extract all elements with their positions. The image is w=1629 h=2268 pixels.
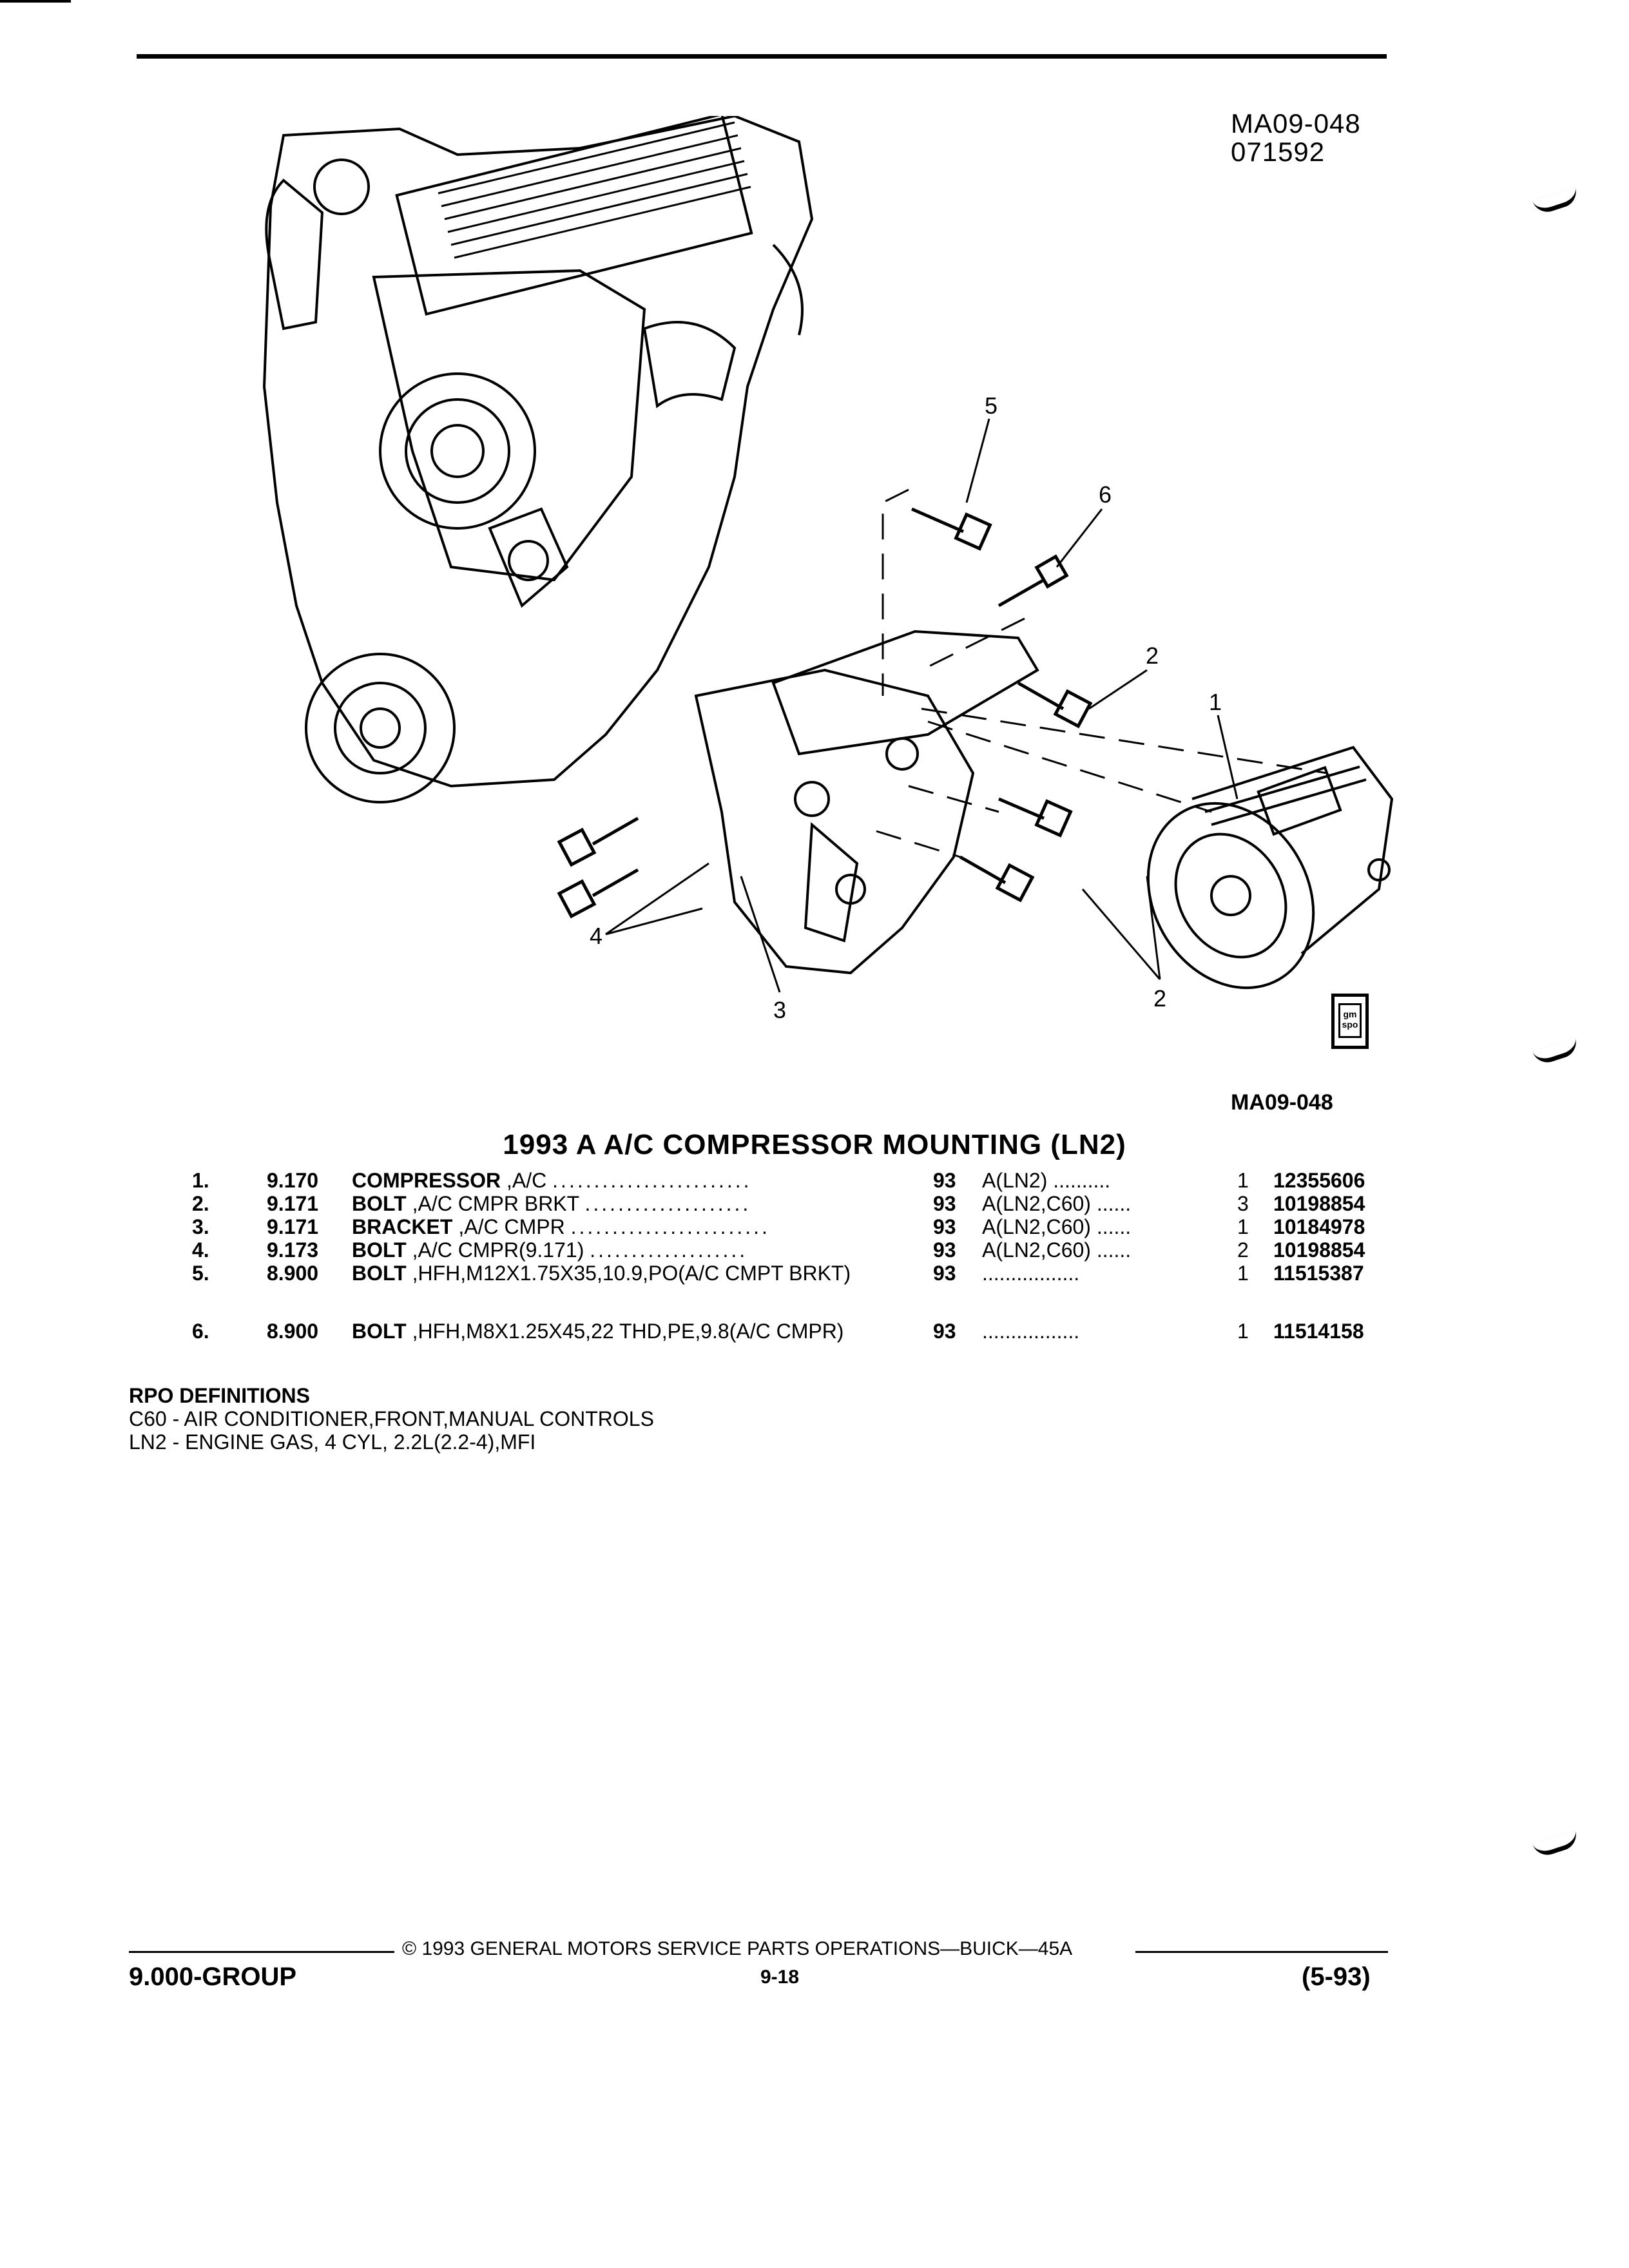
- group-number: 8.900: [267, 1262, 319, 1285]
- binding-mark: [1532, 186, 1581, 216]
- group-number: 9.173: [267, 1238, 319, 1262]
- rpo-definition: LN2 - ENGINE GAS, 4 CYL, 2.2L(2.2-4),MFI: [129, 1430, 536, 1454]
- callout-5: 5: [985, 392, 998, 419]
- item-number: 5.: [192, 1262, 209, 1285]
- binding-mark: [1532, 1037, 1581, 1067]
- quantity: 1: [1237, 1320, 1249, 1343]
- part-name: BOLT: [352, 1238, 407, 1262]
- part-number: 12355606: [1273, 1169, 1365, 1192]
- usage: A(LN2,C60) ......: [982, 1215, 1132, 1238]
- callout-6: 6: [1099, 481, 1112, 508]
- part-number: 11514158: [1273, 1320, 1364, 1343]
- callout-leaders: [605, 418, 1239, 993]
- part-detail: ,HFH,M8X1.25X45,22 THD,PE,9.8(A/C CMPR): [406, 1320, 844, 1343]
- group-number: 9.170: [267, 1169, 319, 1192]
- part-name: BOLT: [352, 1320, 407, 1343]
- top-rule: [137, 54, 1387, 59]
- part-description: BOLT ,A/C CMPR(9.171) ..................…: [352, 1238, 880, 1262]
- quantity: 1: [1237, 1262, 1249, 1285]
- corner-mark: [0, 0, 71, 3]
- model-year: 93: [933, 1320, 956, 1343]
- page-number: 9-18: [760, 1966, 800, 1988]
- part-detail: ,HFH,M12X1.75X35,10.9,PO(A/C CMPT BRKT): [406, 1262, 851, 1285]
- bracket-illustration: [694, 629, 1039, 975]
- diagram-date-code: 071592: [1231, 137, 1325, 167]
- usage: A(LN2,C60) ......: [982, 1192, 1132, 1215]
- dot-leader: ........................: [552, 1169, 752, 1192]
- footer-rule: [1135, 1951, 1388, 1953]
- gm-spo-logo: gm spo: [1331, 994, 1369, 1049]
- part-number: 10198854: [1273, 1238, 1365, 1262]
- page-title: 1993 A A/C COMPRESSOR MOUNTING (LN2): [503, 1129, 1126, 1160]
- callout-2-bottom: 2: [1153, 985, 1166, 1012]
- item-number: 1.: [192, 1169, 209, 1192]
- callout-4: 4: [590, 923, 602, 949]
- usage: .................: [982, 1262, 1080, 1285]
- part-name: BOLT: [352, 1262, 407, 1285]
- group-number: 9.171: [267, 1215, 319, 1238]
- part-name: COMPRESSOR: [352, 1169, 501, 1192]
- callout-2-top: 2: [1146, 642, 1159, 669]
- model-year: 93: [933, 1238, 956, 1262]
- part-number: 10198854: [1273, 1192, 1365, 1215]
- part-name: BRACKET: [352, 1215, 453, 1238]
- rpo-definition: C60 - AIR CONDITIONER,FRONT,MANUAL CONTR…: [129, 1407, 654, 1430]
- model-year: 93: [933, 1169, 956, 1192]
- model-year: 93: [933, 1262, 956, 1285]
- bolt-illustrations: [557, 507, 1093, 919]
- part-number: 10184978: [1273, 1215, 1365, 1238]
- diagram-id-caption: MA09-048: [1231, 1090, 1333, 1115]
- part-description: BOLT ,A/C CMPR BRKT ....................: [352, 1192, 880, 1215]
- rpo-heading: RPO DEFINITIONS: [129, 1384, 310, 1407]
- quantity: 3: [1237, 1192, 1249, 1215]
- alignment-lines: [876, 488, 1328, 858]
- group-number: 8.900: [267, 1320, 319, 1343]
- dot-leader: ...................: [590, 1238, 748, 1262]
- item-number: 3.: [192, 1215, 209, 1238]
- callout-1: 1: [1209, 689, 1222, 715]
- model-year: 93: [933, 1215, 956, 1238]
- part-description: BOLT ,HFH,M12X1.75X35,10.9,PO(A/C CMPT B…: [352, 1262, 906, 1285]
- part-detail: ,A/C CMPR: [452, 1215, 565, 1238]
- quantity: 1: [1237, 1169, 1249, 1192]
- engine-illustration: [262, 112, 814, 803]
- usage: A(LN2,C60) ......: [982, 1238, 1132, 1262]
- quantity: 2: [1237, 1238, 1249, 1262]
- part-description: BOLT ,HFH,M8X1.25X45,22 THD,PE,9.8(A/C C…: [352, 1320, 880, 1343]
- compressor-illustration: [1146, 745, 1394, 990]
- footer-date: (5-93): [1302, 1963, 1371, 1991]
- quantity: 1: [1237, 1215, 1249, 1238]
- callout-3: 3: [773, 997, 786, 1023]
- part-number: 11515387: [1273, 1262, 1364, 1285]
- part-detail: ,A/C: [501, 1169, 547, 1192]
- diagram-id-block: MA09-048 071592: [1231, 110, 1361, 166]
- dot-leader: ....................: [584, 1192, 751, 1215]
- model-year: 93: [933, 1192, 956, 1215]
- part-detail: ,A/C CMPR(9.171): [406, 1238, 584, 1262]
- footer-rule: [129, 1951, 394, 1953]
- part-description: COMPRESSOR ,A/C ........................: [352, 1169, 880, 1192]
- dot-leader: ........................: [570, 1215, 770, 1238]
- item-number: 2.: [192, 1192, 209, 1215]
- footer-copyright: © 1993 GENERAL MOTORS SERVICE PARTS OPER…: [402, 1938, 1073, 1959]
- part-name: BOLT: [352, 1192, 407, 1215]
- part-detail: ,A/C CMPR BRKT: [406, 1192, 579, 1215]
- group-number: 9.171: [267, 1192, 319, 1215]
- item-number: 6.: [192, 1320, 209, 1343]
- binding-mark: [1532, 1829, 1581, 1860]
- exploded-parts-diagram: 5 6 2 1 2 3 4: [245, 112, 1405, 1057]
- usage: .................: [982, 1320, 1080, 1343]
- item-number: 4.: [192, 1238, 209, 1262]
- rpo-definitions: RPO DEFINITIONS C60 - AIR CONDITIONER,FR…: [129, 1384, 654, 1454]
- footer-group: 9.000-GROUP: [129, 1963, 297, 1991]
- usage: A(LN2) ..........: [982, 1169, 1111, 1192]
- diagram-id: MA09-048: [1231, 108, 1361, 139]
- part-description: BRACKET ,A/C CMPR ......................…: [352, 1215, 880, 1238]
